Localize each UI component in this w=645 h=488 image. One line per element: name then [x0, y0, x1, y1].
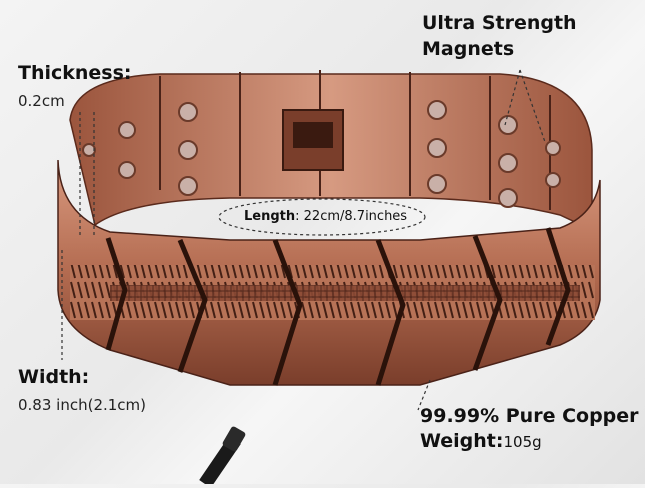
weight-key: Weight: [420, 430, 504, 452]
length-label: Length: 22cm/8.7inches [244, 209, 407, 224]
length-key: Length [244, 209, 296, 224]
thickness-label: Thickness: [18, 62, 132, 84]
weight-label: Weight:105g [420, 430, 542, 452]
annotation-lines [61, 69, 546, 411]
material-label: 99.99% Pure Copper [420, 405, 639, 427]
thickness-value: 0.2cm [18, 92, 65, 110]
weight-value: 105g [503, 433, 542, 451]
length-value: 22cm/8.7inches [299, 209, 408, 224]
bracelet-inner-band [69, 70, 593, 232]
magnets-label-line2: Magnets [422, 38, 515, 60]
magnet-dots [82, 100, 561, 208]
cable-icon [199, 426, 246, 488]
width-value: 0.83 inch(2.1cm) [18, 396, 147, 414]
magnets-label-line1: Ultra Strength [422, 12, 577, 34]
bracelet-outer-band [57, 159, 601, 386]
width-label: Width: [18, 366, 90, 388]
length-separator: : [295, 209, 300, 224]
